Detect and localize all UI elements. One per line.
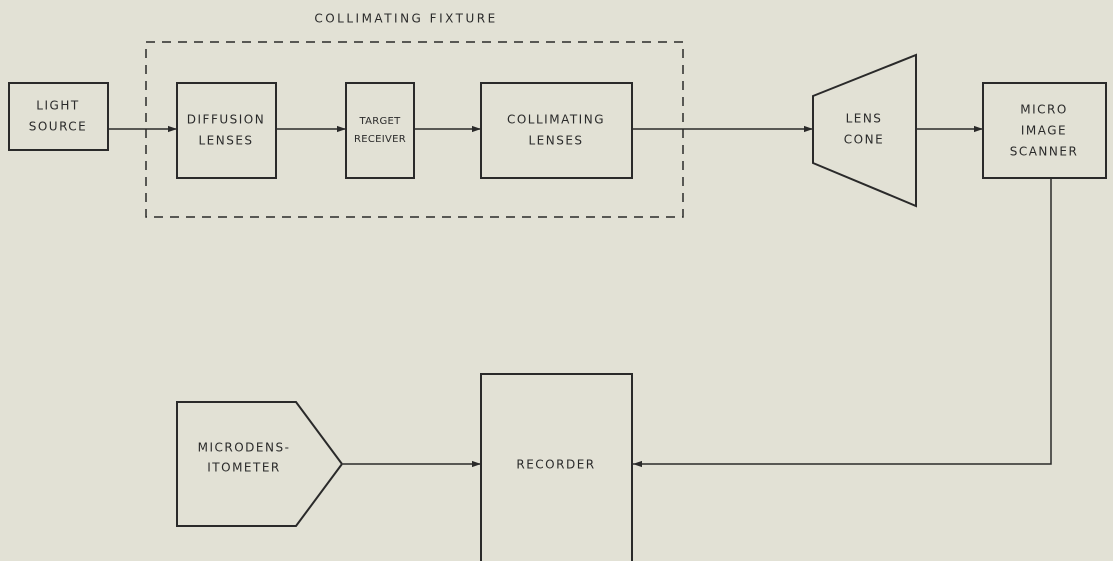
micro-image-scanner-block: MICRO IMAGE SCANNER [982, 82, 1107, 179]
light-source-label-line2: SOURCE [29, 120, 88, 134]
collimating-lenses-label-line1: COLLIMATING [507, 113, 605, 127]
diffusion-lenses-label-line2: LENSES [198, 134, 253, 148]
light-source-block: LIGHT SOURCE [8, 82, 109, 151]
lens-cone-label-line1: LENS [846, 112, 883, 126]
target-receiver-label-line2: RECEIVER [354, 134, 406, 145]
lens-cone-label-line2: CONE [844, 133, 884, 147]
lens-cone-block: LENS CONE [812, 53, 917, 208]
diffusion-lenses-block: DIFFUSION LENSES [176, 82, 277, 179]
micro-image-scanner-label-line2: IMAGE [1021, 124, 1067, 138]
micro-image-scanner-label-line3: SCANNER [1010, 145, 1079, 159]
microdensitometer-label-line1: MICRODENS- [198, 441, 291, 455]
target-receiver-block: TARGET RECEIVER [345, 82, 415, 179]
diffusion-lenses-label-line1: DIFFUSION [187, 113, 265, 127]
recorder-label: RECORDER [516, 458, 595, 472]
collimating-lenses-block: COLLIMATING LENSES [480, 82, 633, 179]
micro-image-scanner-label-line1: MICRO [1020, 103, 1068, 117]
light-source-label-line1: LIGHT [36, 99, 79, 113]
collimating-lenses-label-line2: LENSES [528, 134, 583, 148]
microdensitometer-label-line2: ITOMETER [207, 461, 281, 475]
recorder-block: RECORDER [480, 373, 633, 561]
microdensitometer-block: MICRODENS- ITOMETER [176, 401, 344, 527]
target-receiver-label-line1: TARGET [358, 116, 401, 127]
arrow-scanner-to-recorder [633, 179, 1052, 468]
collimating-fixture-label: COLLIMATING FIXTURE [314, 12, 497, 26]
